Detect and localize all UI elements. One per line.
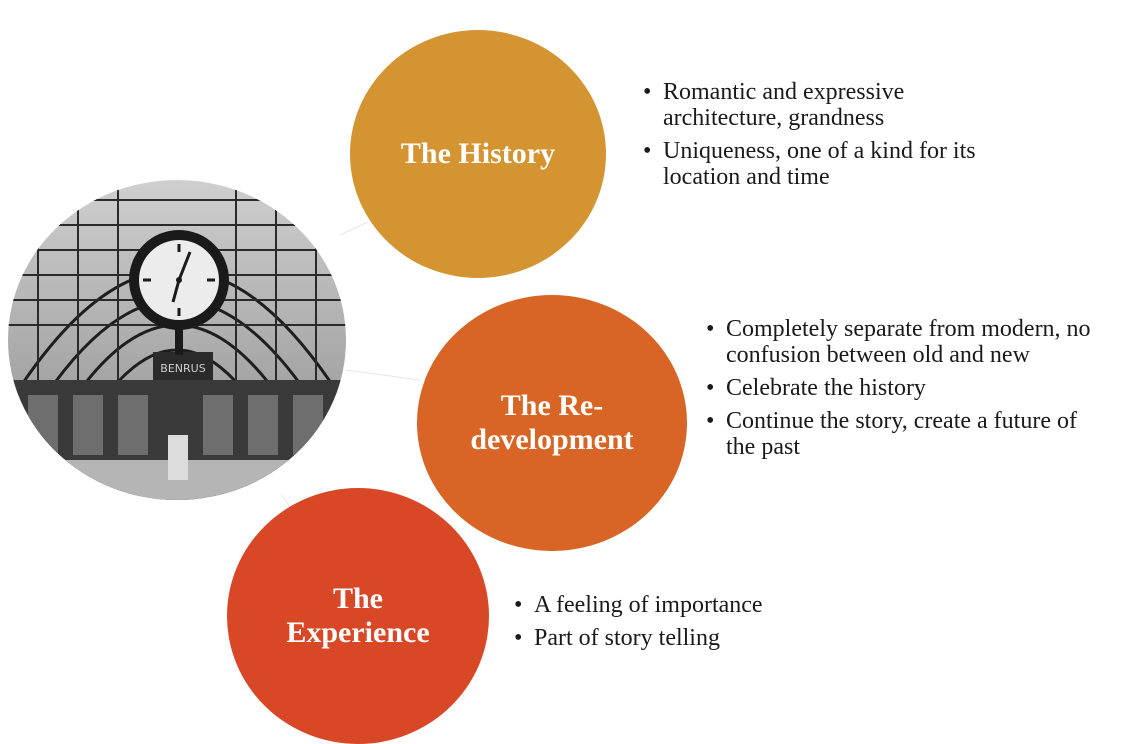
train-station-clock-photo: BENRUS <box>8 180 346 500</box>
bullet-item: Romantic and expressive architecture, gr… <box>643 79 973 131</box>
bullet-item: A feeling of importance <box>514 592 874 618</box>
bullet-item: Uniqueness, one of a kind for its locati… <box>643 138 1023 190</box>
svg-text:BENRUS: BENRUS <box>160 362 205 375</box>
history-bullets: Romantic and expressive architecture, gr… <box>643 79 1003 197</box>
experience-bullets: A feeling of importance Part of story te… <box>514 592 874 658</box>
bullet-item: Continue the story, create a future of t… <box>706 408 1106 460</box>
history-title: The History <box>400 137 556 170</box>
redevelopment-circle: The Re-development <box>417 295 687 551</box>
redevelopment-title: The Re-development <box>470 389 634 456</box>
bullet-item: Part of story telling <box>514 625 874 651</box>
history-circle: The History <box>350 30 606 278</box>
clock-station-illustration-icon: BENRUS <box>8 180 346 500</box>
experience-title: The Experience <box>286 582 430 649</box>
experience-circle: The Experience <box>227 488 489 744</box>
bullet-item: Completely separate from modern, no conf… <box>706 316 1096 368</box>
redevelopment-bullets: Completely separate from modern, no conf… <box>706 316 1126 467</box>
bullet-item: Celebrate the history <box>706 375 1126 401</box>
